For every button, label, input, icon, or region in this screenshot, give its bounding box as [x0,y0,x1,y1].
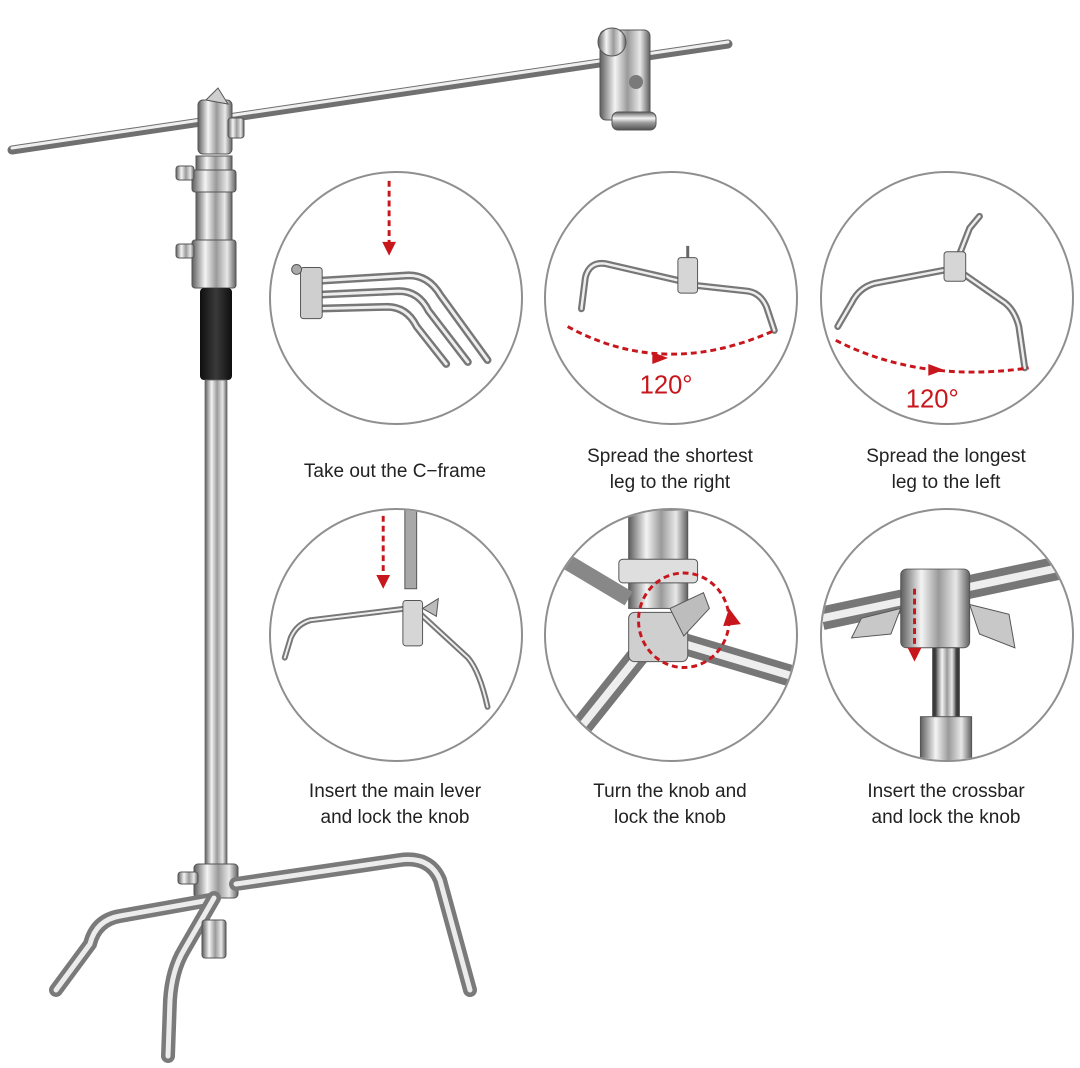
step-circle-insert-main-lever [269,508,523,762]
stand-riser [175,155,237,867]
step-caption-6: Insert the crossbar and lock the knob [867,781,1025,828]
step-circle-spread-longest-leg: 120° [820,171,1074,425]
legs-spread-left-image [834,212,1029,372]
boom-head-joint [197,87,245,155]
red-down-arrow [382,180,396,256]
angle-label: 120° [906,385,959,413]
foam-grip [200,288,232,380]
rotation-arrow: 120° [566,325,775,399]
angle-label: 120° [640,371,693,399]
step-caption-2: Spread the shortest leg to the right [587,446,753,493]
step-circle-take-out-c-frame [269,171,523,425]
c-frame-legs-image [291,264,492,368]
knob-closeup-image [546,510,796,758]
crossbar-closeup-image [822,553,1072,760]
step-circle-turn-knob [544,508,798,762]
step-caption-1: Take out the C−frame [303,461,487,482]
step-caption-5: Turn the knob and lock the knob [593,781,747,828]
step-circle-insert-crossbar [820,508,1074,762]
red-down-arrow [907,588,922,662]
red-down-arrow [376,515,391,589]
step-caption-3: Spread the longest leg to the left [866,446,1026,493]
turtle-base [49,852,477,1063]
main-lever-insert-image [281,510,491,710]
rotation-arrow: 120° [835,339,1029,413]
legs-spread-right-image [577,245,778,334]
rotation-arrow [637,571,741,669]
step-circle-spread-shortest-leg: 120° [544,171,798,425]
step-caption-4: Insert the main lever and lock the knob [308,781,482,828]
boom-arm [7,27,733,155]
